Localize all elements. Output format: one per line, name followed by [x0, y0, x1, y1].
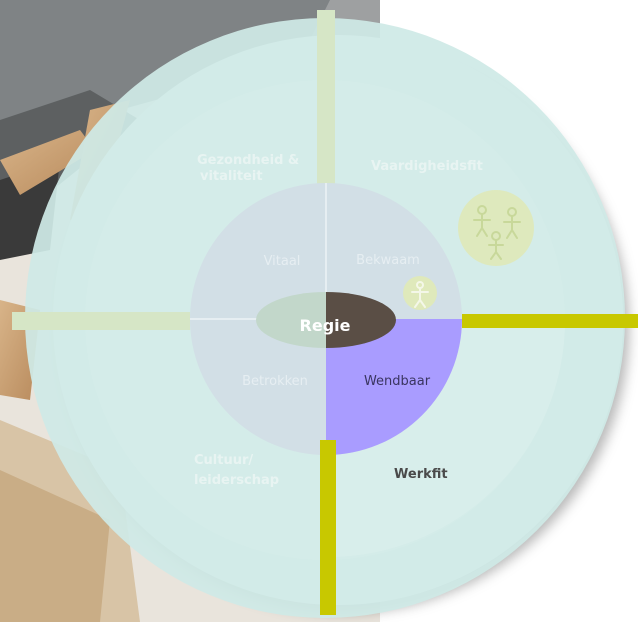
label-leiderschap: leiderschap [194, 473, 279, 488]
label-cultuur: Cultuur/ [194, 453, 253, 468]
axis-bottom-highlight [320, 440, 336, 615]
label-regie: Regie [300, 316, 351, 335]
label-vaardigheidsfit: Vaardigheidsfit [371, 159, 483, 174]
label-werkfit: Werkfit [394, 467, 448, 482]
center-ellipse-left [256, 292, 326, 348]
label-wendbaar: Wendbaar [364, 374, 431, 389]
axis-top [317, 10, 335, 188]
center-ellipse-right [326, 292, 396, 348]
person-icon [403, 276, 437, 310]
label-vitaliteit: vitaliteit [200, 169, 263, 184]
label-bekwaam: Bekwaam [356, 253, 420, 268]
people-group-icon [458, 190, 534, 266]
label-betrokken: Betrokken [242, 374, 308, 389]
wendbaar-segment [326, 319, 462, 455]
axis-left [12, 312, 190, 330]
label-vitaal: Vitaal [264, 254, 301, 269]
label-gezondheid: Gezondheid & [197, 153, 299, 168]
axis-right-highlight [462, 314, 638, 328]
